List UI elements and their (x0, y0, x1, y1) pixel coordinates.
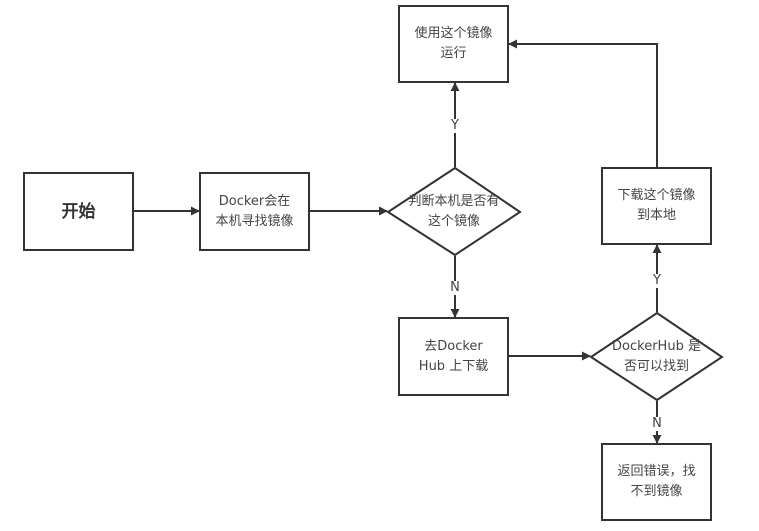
node-return-error-line-2: 不到镜像 (630, 484, 683, 499)
node-go-dockerhub-line-1: 去Docker (424, 338, 483, 354)
node-docker-search-line-2: 本机寻找镜像 (215, 213, 294, 229)
node-run-image-shape[interactable] (398, 5, 509, 83)
node-start-shape[interactable] (23, 172, 134, 251)
edge-label-check-hub-no: N (650, 417, 664, 431)
node-check-local-line-1: 判断本机是否有 (408, 193, 500, 209)
node-docker-search-shape[interactable] (199, 172, 310, 251)
node-download-local-line-2: 到本地 (636, 208, 676, 223)
edge-label-check-hub-yes: Y (650, 274, 664, 288)
node-return-error-line-1: 返回错误，找 (617, 464, 696, 479)
node-download-local-line-1: 下载这个镜像 (617, 188, 696, 203)
node-docker-search: Docker会在 本机寻找镜像 (200, 173, 309, 250)
node-run-image: 使用这个镜像 运行 (399, 6, 508, 82)
node-start: 开始 (24, 173, 133, 250)
node-download-local-shape[interactable] (601, 167, 712, 245)
node-start-label: 开始 (61, 201, 96, 222)
edge-label-check-local-yes: Y (448, 119, 462, 133)
node-go-dockerhub-line-2: Hub 上下载 (418, 358, 489, 374)
edge-download-local-to-run-image (508, 39, 658, 168)
node-check-hub-shape[interactable] (589, 311, 724, 402)
node-run-image-line-1: 使用这个镜像 (414, 26, 493, 41)
node-docker-search-line-1: Docker会在 (218, 193, 291, 209)
node-run-image-line-2: 运行 (440, 46, 467, 61)
node-check-local-line-2: 这个镜像 (427, 213, 480, 229)
node-return-error: 返回错误，找 不到镜像 (602, 444, 711, 520)
node-check-local-shape[interactable] (386, 166, 522, 257)
node-check-hub-line-2: 否可以找到 (623, 358, 689, 374)
node-return-error-shape[interactable] (601, 443, 712, 521)
node-download-local: 下载这个镜像 到本地 (602, 168, 711, 244)
edge-label-check-local-no: N (448, 281, 462, 295)
node-check-hub-line-1: DockerHub 是 (612, 338, 701, 354)
node-go-dockerhub-shape[interactable] (398, 317, 509, 396)
node-check-hub: DockerHub 是 否可以找到 (591, 313, 722, 400)
node-go-dockerhub: 去Docker Hub 上下载 (399, 318, 508, 395)
node-check-local: 判断本机是否有 这个镜像 (388, 168, 520, 255)
